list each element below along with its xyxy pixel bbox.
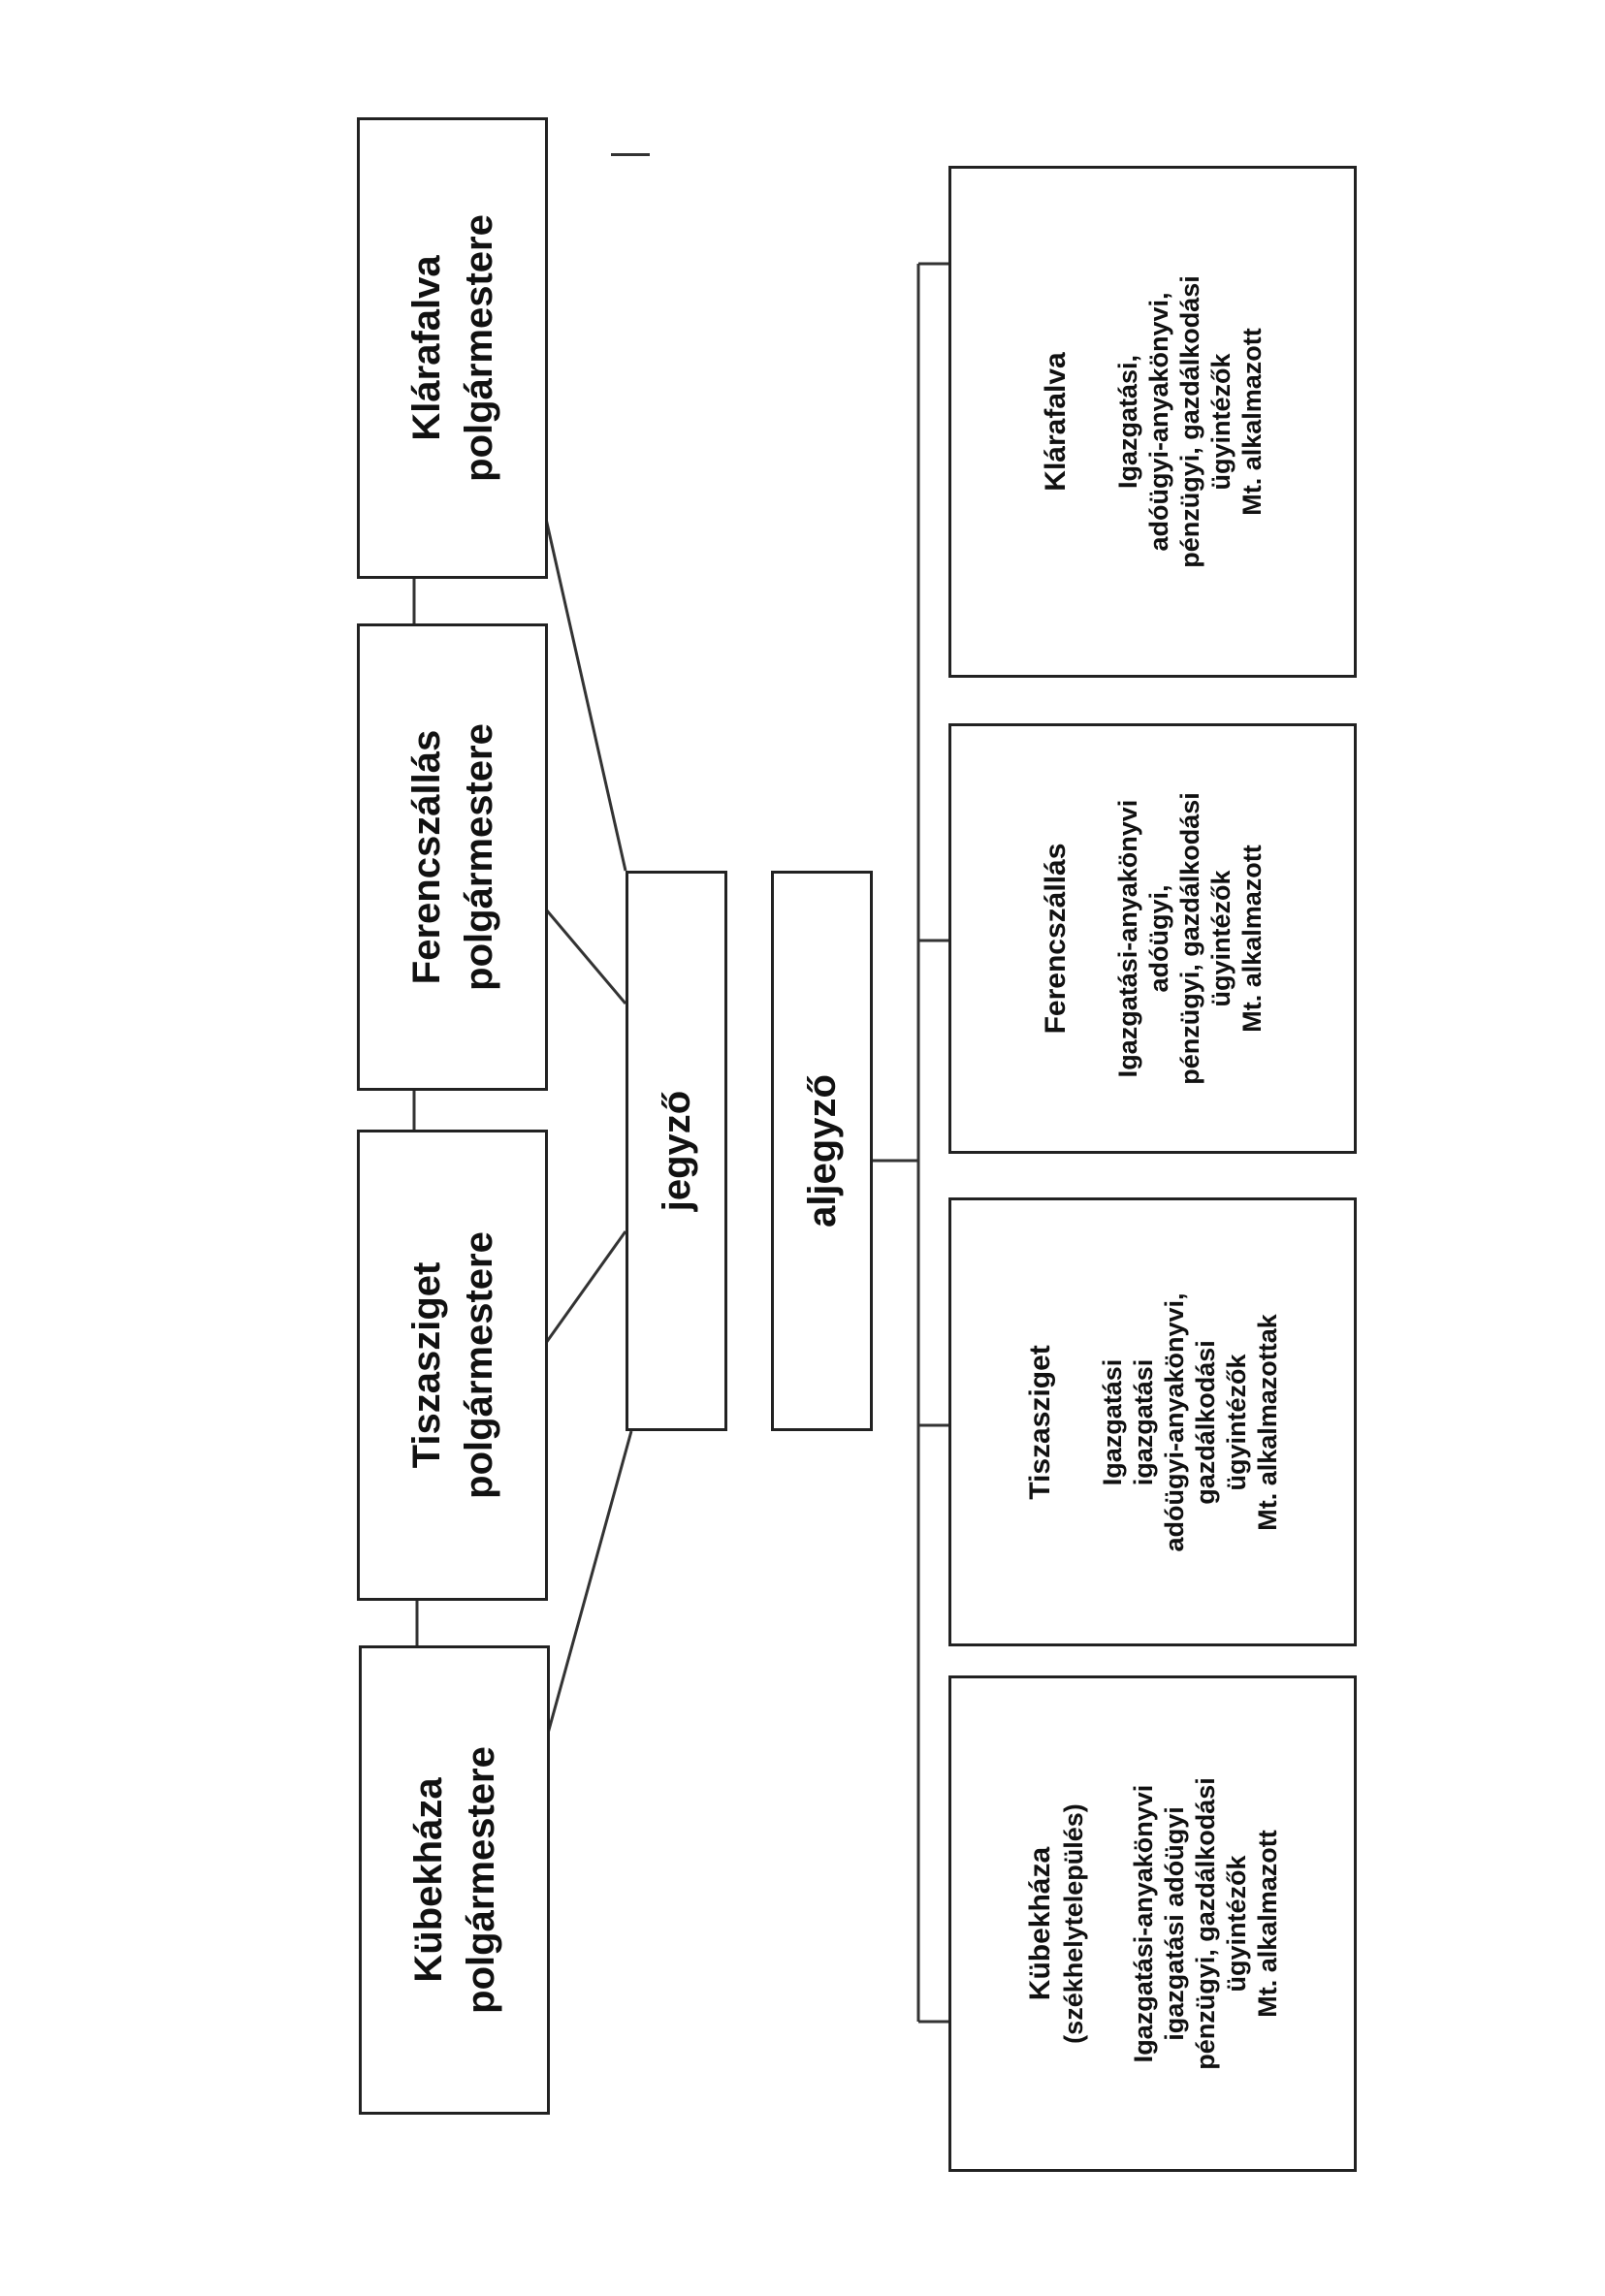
office-name: Klárafalva [1039, 352, 1072, 492]
office-line: Igazgatási-anyakönyvi [1128, 1784, 1158, 2063]
office-line: Mt. alkalmazottak [1252, 1313, 1282, 1531]
office-line: gazdálkodási [1190, 1339, 1220, 1505]
office-line: ügyintézők [1205, 353, 1236, 491]
link-tisza-jegyzo [544, 1230, 627, 1344]
aljegyzo-label: aljegyző [800, 1074, 844, 1228]
office-line: Igazgatási [1097, 1358, 1127, 1485]
office-name: Ferencszállás [1039, 843, 1072, 1035]
office-line: Igazgatási-anyakönyvi [1112, 799, 1142, 1078]
mayor-role: polgármestere [457, 1231, 500, 1499]
mayor-name: Ferencszállás [404, 729, 448, 985]
mayor-box-klarafalva: Klárafalva polgármestere [357, 117, 548, 579]
mayor-name: Klárafalva [404, 255, 448, 441]
mayor-box-kubekhaza: Kübekháza polgármestere [359, 1645, 550, 2115]
office-line: adóügyi-anyakönyvi, [1143, 292, 1173, 552]
mayor-box-ferencszallas: Ferencszállás polgármestere [357, 623, 548, 1091]
office-line: pénzügyi, gazdálkodási [1190, 1777, 1220, 2070]
office-line: ügyintézők [1221, 1855, 1251, 1993]
office-line: igazgatási [1128, 1358, 1158, 1485]
office-line: pénzügyi, gazdálkodási [1174, 792, 1204, 1085]
link-ferenc-jegyzo [544, 909, 627, 1004]
office-name: Kübekháza [1023, 1846, 1056, 2001]
scan-mark [611, 153, 650, 156]
office-line: Mt. alkalmazott [1252, 1830, 1282, 2018]
office-line: Igazgatási, [1112, 354, 1142, 490]
office-line: Mt. alkalmazott [1236, 328, 1267, 516]
office-box-tiszasziget: Tiszasziget Igazgatási igazgatási adóügy… [948, 1197, 1357, 1646]
mayor-role: polgármestere [457, 214, 500, 482]
aljegyzo-box: aljegyző [771, 871, 873, 1431]
office-name: Tiszasziget [1023, 1344, 1056, 1500]
link-kube-jegyzo [544, 1430, 633, 1741]
office-line: adóügyi, [1143, 884, 1173, 993]
office-subtitle: (székhelytelepülés) [1058, 1803, 1088, 2044]
office-line: adóügyi-anyakönyvi, [1159, 1292, 1189, 1552]
mayor-box-tiszasziget: Tiszasziget polgármestere [357, 1130, 548, 1601]
office-box-klarafalva: Klárafalva Igazgatási, adóügyi-anyakönyv… [948, 166, 1357, 678]
mayor-role: polgármestere [457, 723, 500, 991]
office-line: ügyintézők [1221, 1353, 1251, 1491]
mayor-name: Tiszasziget [404, 1261, 448, 1469]
office-box-ferencszallas: Ferencszállás Igazgatási-anyakönyvi adóü… [948, 723, 1357, 1154]
jegyzo-label: jegyző [655, 1090, 698, 1212]
mayor-role: polgármestere [459, 1746, 502, 2014]
mayor-name: Kübekháza [406, 1777, 450, 1983]
office-box-kubekhaza: Kübekháza (székhelytelepülés) Igazgatási… [948, 1675, 1357, 2172]
jegyzo-box: jegyző [626, 871, 727, 1431]
office-line: ügyintézők [1205, 870, 1236, 1007]
office-line: pénzügyi, gazdálkodási [1174, 275, 1204, 568]
office-line: igazgatási adóügyi [1159, 1806, 1189, 2041]
link-klara-jegyzo [544, 518, 627, 872]
office-line: Mt. alkalmazott [1236, 845, 1267, 1033]
